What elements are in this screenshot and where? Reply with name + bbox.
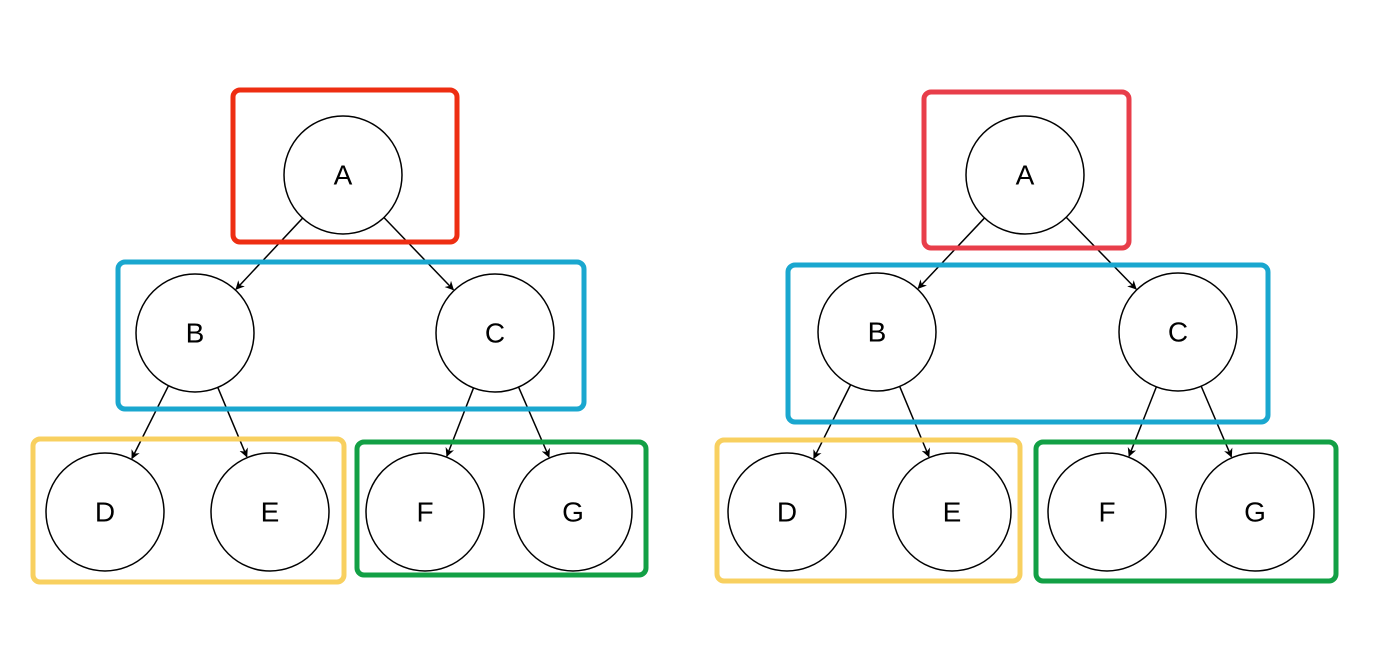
nodes: A B C D E F G xyxy=(45,115,633,572)
edge-a-to-c xyxy=(1065,216,1137,290)
group-box-level-0 xyxy=(230,87,460,245)
edges xyxy=(131,216,550,460)
node-d: D xyxy=(727,452,847,572)
group-box-level-2-left xyxy=(30,436,347,585)
node-circle xyxy=(1047,452,1167,572)
group-boxes xyxy=(30,87,649,585)
node-label: C xyxy=(1168,317,1188,348)
node-label: C xyxy=(485,318,505,349)
node-circle xyxy=(817,272,937,392)
node-circle xyxy=(365,452,485,572)
node-label: D xyxy=(95,497,115,528)
node-g: G xyxy=(1195,452,1315,572)
group-boxes xyxy=(714,89,1339,584)
node-label: G xyxy=(1244,497,1266,528)
edge-a-to-b xyxy=(235,217,304,290)
node-label: F xyxy=(1098,497,1115,528)
node-f: F xyxy=(1047,452,1167,572)
node-label: G xyxy=(562,497,584,528)
node-g: G xyxy=(513,452,633,572)
node-circle xyxy=(1118,272,1238,392)
group-box-level-2-right xyxy=(1033,439,1339,584)
node-a: A xyxy=(965,115,1085,235)
node-circle xyxy=(45,452,165,572)
node-circle xyxy=(135,273,255,393)
node-label: F xyxy=(416,497,433,528)
node-label: D xyxy=(777,497,797,528)
node-circle xyxy=(283,115,403,235)
node-circle xyxy=(1195,452,1315,572)
node-c: C xyxy=(1118,272,1238,392)
node-a: A xyxy=(283,115,403,235)
node-e: E xyxy=(210,452,330,572)
right-tree: A B C D E F G xyxy=(714,89,1339,584)
trees-layer: A B C D E F G A B C D E F G xyxy=(30,87,1339,585)
node-label: B xyxy=(186,318,205,349)
left-tree: A B C D E F G xyxy=(30,87,649,585)
node-f: F xyxy=(365,452,485,572)
edge-b-to-d xyxy=(131,385,170,460)
edge-c-to-g xyxy=(517,386,550,458)
node-b: B xyxy=(135,273,255,393)
node-circle xyxy=(513,452,633,572)
node-d: D xyxy=(45,452,165,572)
node-circle xyxy=(727,452,847,572)
group-box-level-0 xyxy=(921,89,1132,251)
node-label: E xyxy=(943,497,962,528)
edge-a-to-c xyxy=(383,216,455,291)
node-circle xyxy=(435,273,555,393)
nodes: A B C D E F G xyxy=(727,115,1315,572)
node-b: B xyxy=(817,272,937,392)
node-label: A xyxy=(1016,160,1035,191)
node-circle xyxy=(210,452,330,572)
node-label: A xyxy=(334,160,353,191)
group-box-level-2-right xyxy=(354,439,649,578)
node-c: C xyxy=(435,273,555,393)
node-label: E xyxy=(261,497,280,528)
node-circle xyxy=(965,115,1085,235)
edge-a-to-b xyxy=(917,217,986,289)
edge-b-to-e xyxy=(217,387,248,458)
node-e: E xyxy=(892,452,1012,572)
edge-c-to-f xyxy=(445,387,475,457)
group-box-level-1 xyxy=(115,259,587,412)
group-box-level-2-left xyxy=(714,437,1023,584)
node-label: B xyxy=(868,317,887,348)
group-box-level-1 xyxy=(785,262,1271,425)
node-circle xyxy=(892,452,1012,572)
